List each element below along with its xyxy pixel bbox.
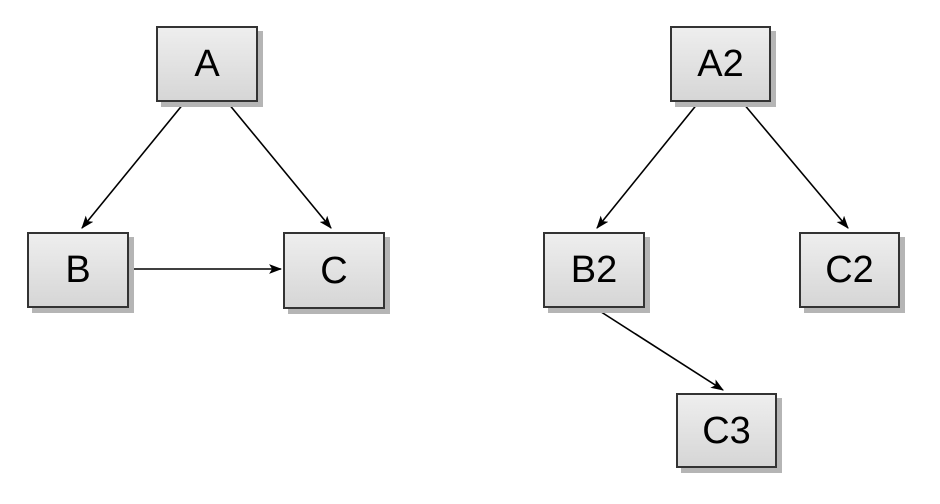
edge-A-B	[81, 102, 185, 229]
node-A[interactable]: A	[156, 26, 258, 102]
edges-group	[81, 102, 849, 391]
node-label-C3: C3	[702, 409, 751, 452]
node-label-C2: C2	[825, 249, 874, 291]
node-C2[interactable]: C2	[799, 232, 900, 308]
edge-A-C	[227, 102, 332, 229]
node-label-B2: B2	[570, 249, 618, 291]
node-label-A: A	[194, 43, 220, 85]
node-B2[interactable]: B2	[543, 232, 645, 308]
node-label-B: B	[65, 249, 91, 291]
node-C3[interactable]: C3	[676, 393, 777, 468]
node-label-C: C	[320, 249, 348, 292]
edge-A2-B2	[596, 102, 699, 229]
node-B[interactable]: B	[27, 232, 129, 308]
node-label-A2: A2	[697, 43, 744, 85]
edge-B2-C3	[594, 307, 724, 391]
edge-A2-C2	[742, 102, 849, 229]
node-C[interactable]: C	[283, 232, 385, 309]
node-A2[interactable]: A2	[670, 26, 771, 102]
